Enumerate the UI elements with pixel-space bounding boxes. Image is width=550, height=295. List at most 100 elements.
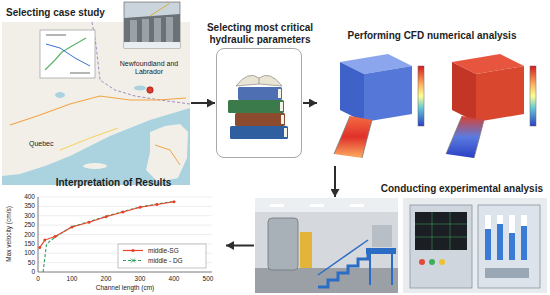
- cfd-depth-render: [452, 62, 476, 122]
- stage-title: Performing CFD numerical analysis: [318, 30, 546, 42]
- tick-label: 250: [13, 221, 35, 229]
- books-icon: [259, 78, 260, 84]
- parameter-box: Selecting most critical hydraulic parame…: [216, 48, 302, 158]
- line-chart: [173, 200, 176, 203]
- grid-line: [38, 215, 212, 216]
- cfd-velocity-render: [334, 54, 424, 158]
- lab-photo: [300, 232, 312, 268]
- map-illustration: [124, 42, 180, 48]
- stage-title: Conducting experimental analysis: [347, 183, 543, 195]
- axis-title: Channel length (cm): [96, 284, 155, 292]
- cfd-depth-render: [446, 116, 462, 154]
- tick-label: 100: [13, 249, 35, 257]
- control-panel-photo: [439, 259, 445, 265]
- tick-label: 50: [13, 259, 35, 267]
- books-icon: [216, 48, 302, 158]
- map-label: Quebec: [28, 140, 55, 148]
- cfd-velocity-render: [334, 116, 372, 158]
- map-illustration: [130, 20, 137, 42]
- tick-label: 350: [13, 202, 35, 210]
- line-chart: [38, 272, 212, 273]
- map-illustration: [150, 3, 170, 16]
- tick-label: 400: [13, 193, 35, 201]
- tick-label: 200: [94, 275, 118, 283]
- line-chart: [43, 239, 46, 242]
- map-illustration: [45, 38, 86, 70]
- line-chart: [122, 211, 125, 214]
- stage-title: Selecting most critical hydraulic parame…: [200, 22, 320, 45]
- line-chart: [38, 197, 212, 272]
- books-icon: [280, 102, 283, 111]
- flow-arrow: [191, 102, 215, 104]
- lab-photo: [372, 225, 392, 247]
- control-panel-photo: [521, 215, 527, 226]
- line-chart: [156, 203, 159, 206]
- map-illustration: [142, 19, 149, 42]
- tick-label: 150: [13, 240, 35, 248]
- map-illustration: [124, 2, 180, 48]
- cfd-depth-render: [474, 120, 484, 158]
- tick-label: 300: [13, 212, 35, 220]
- map-illustration: [60, 128, 118, 150]
- books-icon: [235, 113, 285, 126]
- map-illustration: [83, 163, 107, 169]
- books-icon: [284, 128, 287, 137]
- lab-photo: [255, 198, 398, 212]
- books-icon: [216, 48, 302, 158]
- tick-label: 0: [26, 275, 50, 283]
- line-chart: [40, 202, 174, 248]
- control-panel-photo: [521, 215, 527, 260]
- cfd-depth-render: [446, 54, 536, 158]
- map-illustration: [46, 34, 66, 36]
- legend-text: middle - DG: [148, 256, 183, 265]
- tick-label: 400: [162, 275, 186, 283]
- map-illustration: [146, 124, 188, 182]
- control-panel-photo: [403, 198, 547, 293]
- experiment-panel: Conducting experimental analysis: [255, 198, 547, 293]
- books-icon: [236, 75, 282, 86]
- legend-swatch: [122, 256, 144, 265]
- map-illustration: [147, 87, 153, 93]
- results-panel: Interpretation of Results: [2, 192, 225, 293]
- books-icon: [230, 126, 288, 139]
- legend-text: middle-SG: [148, 246, 179, 255]
- legend-marker: [131, 259, 135, 263]
- books-icon: [238, 87, 282, 100]
- line-chart: [54, 235, 57, 238]
- grid-line: [38, 197, 212, 198]
- lab-photo: [350, 204, 364, 207]
- cfd-velocity-render: [340, 62, 364, 122]
- control-panel-photo: [415, 212, 467, 250]
- control-panel-photo: [410, 205, 472, 288]
- map-illustration: [10, 96, 186, 125]
- flow-arrow: [226, 245, 254, 247]
- map-label: Newfoundland and Labrador: [112, 60, 186, 77]
- map-illustration: [124, 14, 180, 48]
- flow-arrow: [334, 166, 336, 197]
- lab-photo: [391, 254, 393, 285]
- control-panel-photo: [497, 215, 503, 224]
- map-illustration: [155, 145, 180, 165]
- map-illustration: [70, 72, 90, 74]
- line-chart: [105, 215, 108, 218]
- grid-line: [38, 225, 212, 226]
- control-panel-photo: [415, 237, 467, 238]
- line-chart: [88, 221, 91, 224]
- map-illustration: [2, 22, 190, 185]
- lab-photo: [255, 198, 398, 293]
- cfd-depth-render: [476, 66, 524, 122]
- control-panel-photo: [485, 215, 491, 229]
- map-illustration: [40, 30, 95, 78]
- map-illustration: [154, 18, 161, 42]
- line-chart: [38, 200, 175, 249]
- control-panel-photo: [403, 198, 547, 293]
- control-panel-photo: [485, 215, 491, 260]
- line-chart: [38, 246, 41, 249]
- map-illustration: [134, 86, 146, 91]
- line-chart: [139, 206, 142, 209]
- cfd-velocity-render: [334, 116, 350, 154]
- cfd-velocity-render: [362, 120, 372, 158]
- control-panel-photo: [509, 215, 515, 233]
- legend-swatch: [122, 246, 144, 255]
